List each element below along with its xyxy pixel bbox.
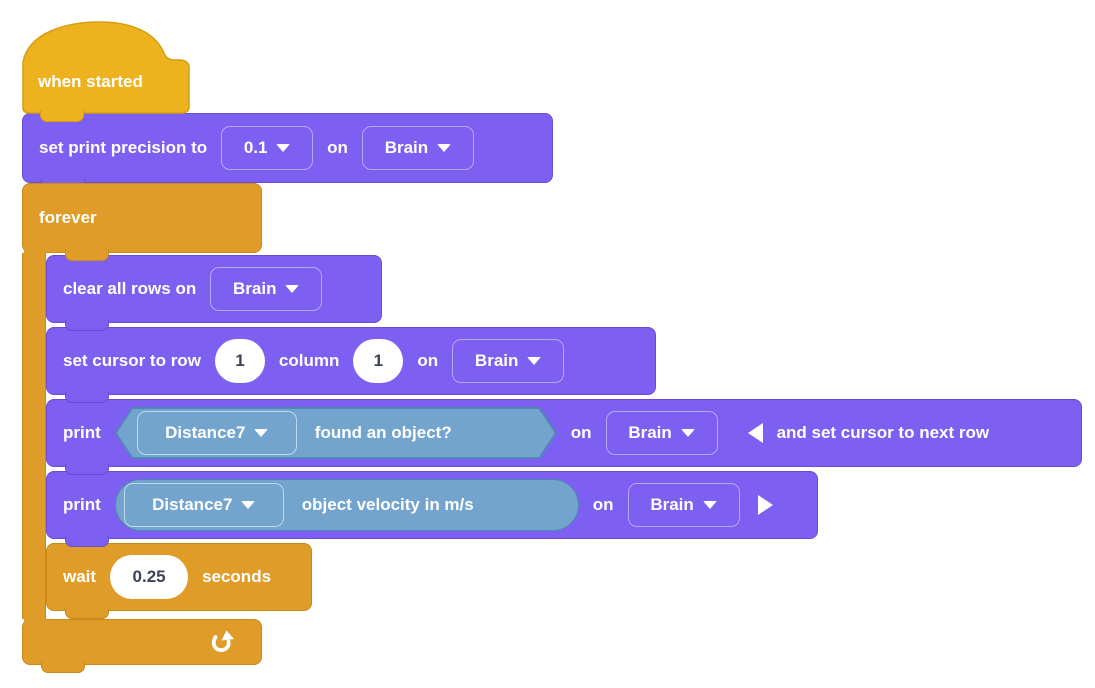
forever-header[interactable]: forever [22, 183, 262, 261]
object-velocity-reporter[interactable]: Distance7 object velocity in m/s [114, 479, 579, 531]
when-started-label: when started [38, 72, 143, 91]
caret-down-icon [527, 357, 542, 365]
device-dropdown[interactable]: Brain [605, 411, 718, 455]
caret-down-icon [702, 501, 717, 509]
on-label: on [327, 138, 348, 157]
row-input[interactable]: 1 [214, 339, 265, 383]
precision-value: 0.1 [243, 138, 268, 157]
print-value-block[interactable]: print Distance7 object velocity in m/s o… [46, 471, 818, 547]
found-object-label: found an object? [314, 423, 452, 442]
device-value: Brain [650, 495, 694, 514]
caret-down-icon [276, 144, 291, 152]
device-value: Brain [474, 351, 519, 370]
clear-all-rows-block[interactable]: clear all rows on Brain [46, 255, 382, 331]
block-connector [41, 661, 85, 673]
wait-duration-input[interactable]: 0.25 [110, 555, 189, 599]
collapsed-option-label: and set cursor to next row [776, 423, 990, 442]
clear-all-rows-label: clear all rows on [63, 279, 197, 298]
caret-down-icon [285, 285, 300, 293]
column-label: column [278, 351, 340, 370]
caret-down-icon [241, 501, 256, 509]
seam-patch [24, 618, 46, 621]
set-print-precision-label: set print precision to [39, 138, 208, 157]
wait-block[interactable]: wait 0.25 seconds [46, 543, 312, 619]
forever-block[interactable]: forever clear all rows on Brain set [22, 183, 1082, 673]
device-dropdown[interactable]: Brain [210, 267, 323, 311]
block-connector [65, 607, 109, 619]
forever-label: forever [39, 208, 97, 227]
caret-down-icon [254, 429, 269, 437]
on-label: on [570, 423, 592, 442]
block-connector [65, 391, 109, 403]
block-connector [65, 249, 109, 261]
wait-label: wait [63, 567, 97, 586]
sensor-dropdown[interactable]: Distance7 [123, 483, 284, 527]
print-label: print [63, 495, 101, 514]
print-label: print [63, 423, 101, 442]
forever-footer[interactable] [22, 618, 262, 673]
seam-patch [24, 251, 46, 254]
block-connector [65, 463, 109, 475]
on-label: on [592, 495, 614, 514]
block-connector [65, 535, 109, 547]
found-object-boolean[interactable]: Distance7 found an object? [115, 407, 557, 459]
device-dropdown[interactable]: Brain [452, 339, 565, 383]
device-dropdown[interactable]: Brain [627, 483, 740, 527]
loop-arrow-icon [211, 630, 234, 652]
hat-shape [22, 21, 190, 114]
on-label: on [417, 351, 439, 370]
device-value: Brain [233, 279, 277, 298]
print-condition-block[interactable]: print Distance7 found an object? on Brai… [46, 399, 1082, 475]
precision-dropdown[interactable]: 0.1 [221, 126, 314, 170]
sensor-value: Distance7 [152, 495, 233, 514]
caret-down-icon [437, 144, 452, 152]
caret-down-icon [680, 429, 695, 437]
set-print-precision-block[interactable]: set print precision to 0.1 on Brain [22, 113, 553, 191]
forever-spine [22, 253, 46, 619]
seconds-label: seconds [202, 567, 272, 586]
device-value: Brain [384, 138, 429, 157]
when-started-block[interactable]: when started [22, 20, 190, 122]
expand-arrow-right-icon[interactable] [757, 495, 773, 515]
column-input[interactable]: 1 [353, 339, 404, 383]
sensor-dropdown[interactable]: Distance7 [136, 411, 297, 455]
sensor-value: Distance7 [165, 423, 246, 442]
collapse-arrow-left-icon[interactable] [747, 423, 763, 443]
object-velocity-label: object velocity in m/s [301, 495, 474, 514]
set-cursor-block[interactable]: set cursor to row 1 column 1 on Brain [46, 327, 656, 403]
set-cursor-label: set cursor to row [63, 351, 201, 370]
block-connector [40, 110, 84, 122]
block-connector [65, 319, 109, 331]
device-dropdown[interactable]: Brain [361, 126, 474, 170]
device-value: Brain [628, 423, 672, 442]
forever-body: clear all rows on Brain set cursor to ro… [46, 253, 1082, 619]
